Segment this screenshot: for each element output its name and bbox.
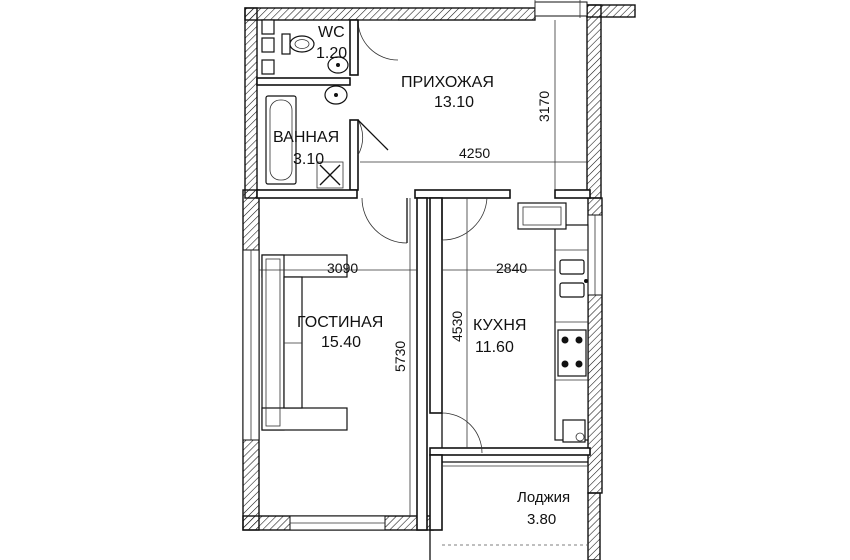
fridge-unit xyxy=(517,202,567,230)
bathtub-icon xyxy=(265,95,344,189)
dim-hall-width: 4250 xyxy=(459,145,490,161)
windows xyxy=(242,1,603,531)
kitchen-sink-icon xyxy=(559,259,588,298)
room-name-kitchen: КУХНЯ xyxy=(473,317,526,334)
room-area-bathroom: 3.10 xyxy=(293,151,324,168)
sofa-icon xyxy=(261,254,348,431)
dim-hall-height: 3170 xyxy=(536,91,552,122)
room-area-wc: 1.20 xyxy=(316,45,347,62)
boiler-unit xyxy=(562,419,586,443)
room-area-hallway: 13.10 xyxy=(434,94,474,111)
room-name-wc: WC xyxy=(318,24,345,41)
dim-living-width: 3090 xyxy=(327,260,358,276)
dim-kitchen-depth: 4530 xyxy=(449,311,465,342)
toilet-icon xyxy=(261,19,315,75)
room-name-bathroom: ВАННАЯ xyxy=(273,129,339,146)
room-area-living: 15.40 xyxy=(321,334,361,351)
room-name-living: ГОСТИНАЯ xyxy=(297,314,383,331)
room-name-loggia: Лоджия xyxy=(517,489,570,506)
room-name-hallway: ПРИХОЖАЯ xyxy=(401,74,494,91)
room-area-kitchen: 11.60 xyxy=(475,339,514,356)
dim-living-depth: 5730 xyxy=(392,341,408,372)
dimension-lines xyxy=(259,20,588,546)
dim-kitchen-width: 2840 xyxy=(496,260,527,276)
room-area-loggia: 3.80 xyxy=(527,511,556,528)
interior-walls xyxy=(256,19,591,531)
door-swing-icon xyxy=(357,0,581,454)
sink-icon xyxy=(324,56,349,105)
loggia-outline xyxy=(429,461,588,560)
stove-icon xyxy=(557,329,587,377)
